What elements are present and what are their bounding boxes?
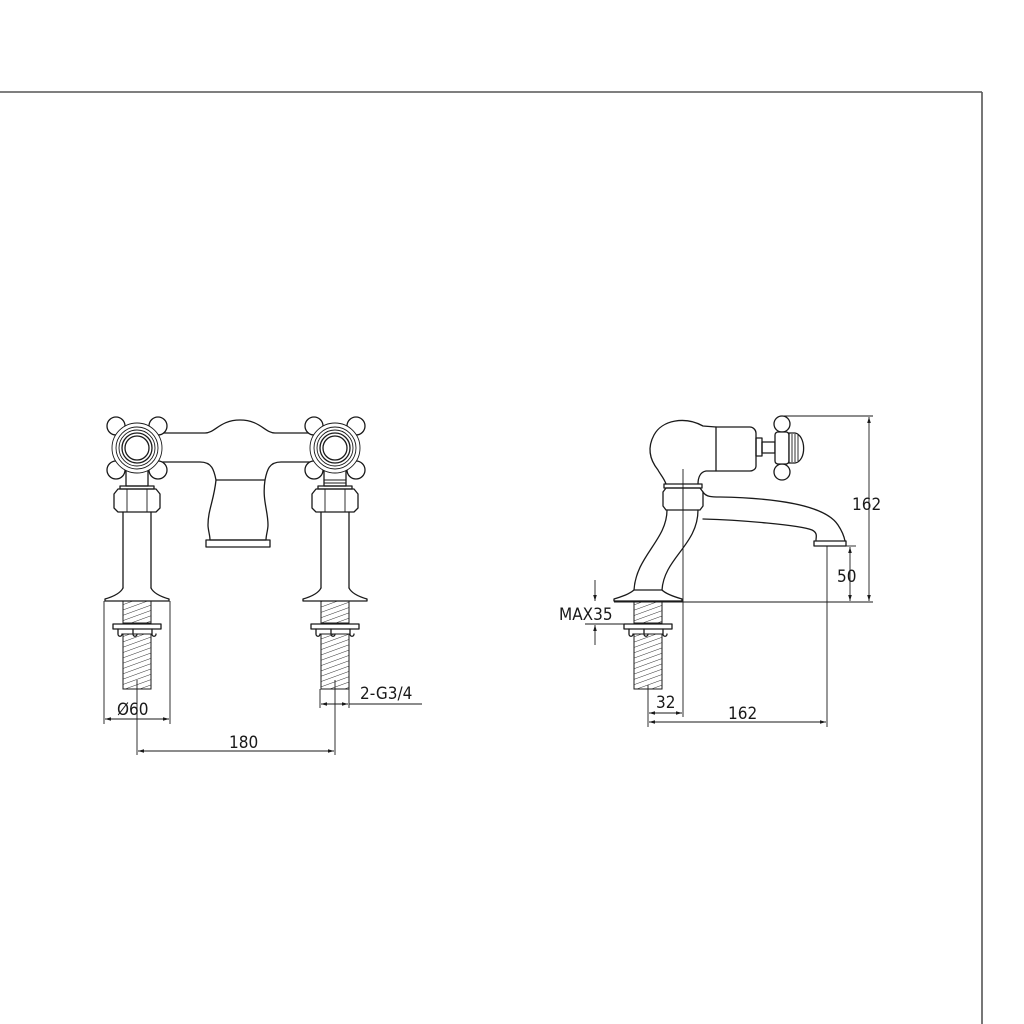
side-spout <box>702 491 847 547</box>
left-hex-nut <box>113 488 161 513</box>
right-cross-handle-icon <box>304 416 366 480</box>
valve-body <box>649 419 776 485</box>
bridge-body <box>159 419 316 481</box>
dim-max-deck-thickness: MAX35 <box>559 605 613 625</box>
drawing-frame <box>0 91 983 1024</box>
front-spout <box>205 479 271 548</box>
right-hex-nut <box>311 488 359 513</box>
dim-spout-height: 50 <box>837 567 856 587</box>
dim-spout-reach: 162 <box>728 704 757 724</box>
side-dimensions: 162 50 MAX35 32 162 <box>559 415 881 727</box>
dim-base-diameter: Ø60 <box>117 700 149 720</box>
dim-total-height: 162 <box>852 495 881 515</box>
left-cross-handle-icon <box>106 416 168 480</box>
dim-thread-size: 2-G3/4 <box>360 684 412 704</box>
dim-center-distance: 180 <box>229 733 258 753</box>
side-cross-handle-icon <box>773 415 805 481</box>
front-view: Ø60 2-G3/4 180 <box>103 416 422 755</box>
side-riser <box>633 509 699 591</box>
dim-inlet-offset: 32 <box>656 693 675 713</box>
left-handle-assembly <box>104 416 170 690</box>
side-view: 162 50 MAX35 32 162 <box>559 415 881 727</box>
front-dimensions: Ø60 2-G3/4 180 <box>103 601 422 755</box>
right-handle-assembly <box>302 416 368 690</box>
